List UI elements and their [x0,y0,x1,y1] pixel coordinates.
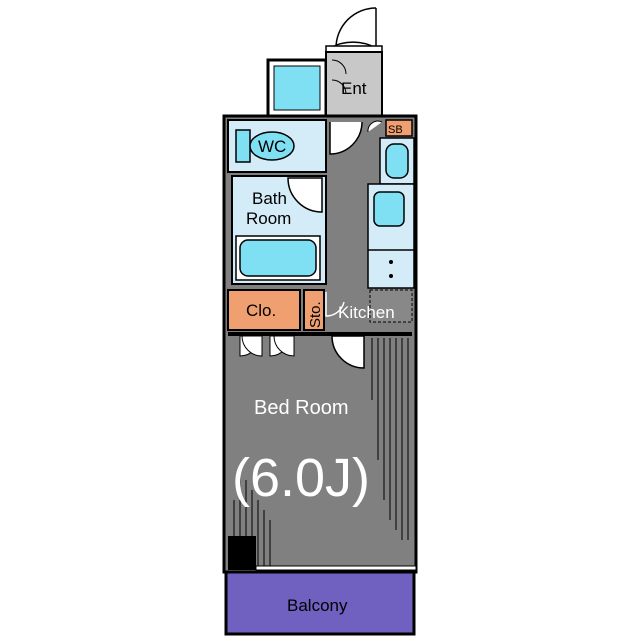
stove-burner-1 [389,260,393,264]
closet-doors [239,335,295,357]
bedroom-door [331,335,365,369]
closet-label: Clo. [246,301,276,320]
balcony [224,570,416,636]
shoe-box-label: SB [388,124,403,136]
wc-bowl [249,131,295,161]
bedroom-size-label: (6.0J) [232,448,370,508]
bedroom-label: Bed Room [254,397,349,419]
entrance-door [325,7,383,53]
entrance-inner-door [331,59,347,95]
entrance-label: Ent [341,79,367,98]
balcony-window [255,565,417,571]
bath-label-1: Bath [252,189,287,208]
storage-door [325,292,345,317]
entrance-step-marker [367,120,383,133]
storage [303,289,325,331]
bath-door [287,177,323,213]
shoe-box [385,119,413,137]
bathtub-basin [239,239,317,277]
fridge-space [369,289,413,323]
kitchen-sink [373,191,405,227]
bath-label-2: Room [246,209,291,228]
storage-label: Sto. [307,301,324,328]
wc-tank [235,129,251,163]
pillar [228,536,256,570]
bedroom-window-right [371,338,409,540]
balcony-label: Balcony [287,596,348,615]
stove-burner-2 [389,274,393,278]
wc-label: WC [258,137,286,156]
wash-basin [385,143,409,179]
kitchen-label: Kitchen [338,303,395,322]
wc-door [329,121,363,155]
closet [227,289,301,331]
bedroom-partition [228,332,412,336]
entrance-cabinet-fill [273,65,321,111]
